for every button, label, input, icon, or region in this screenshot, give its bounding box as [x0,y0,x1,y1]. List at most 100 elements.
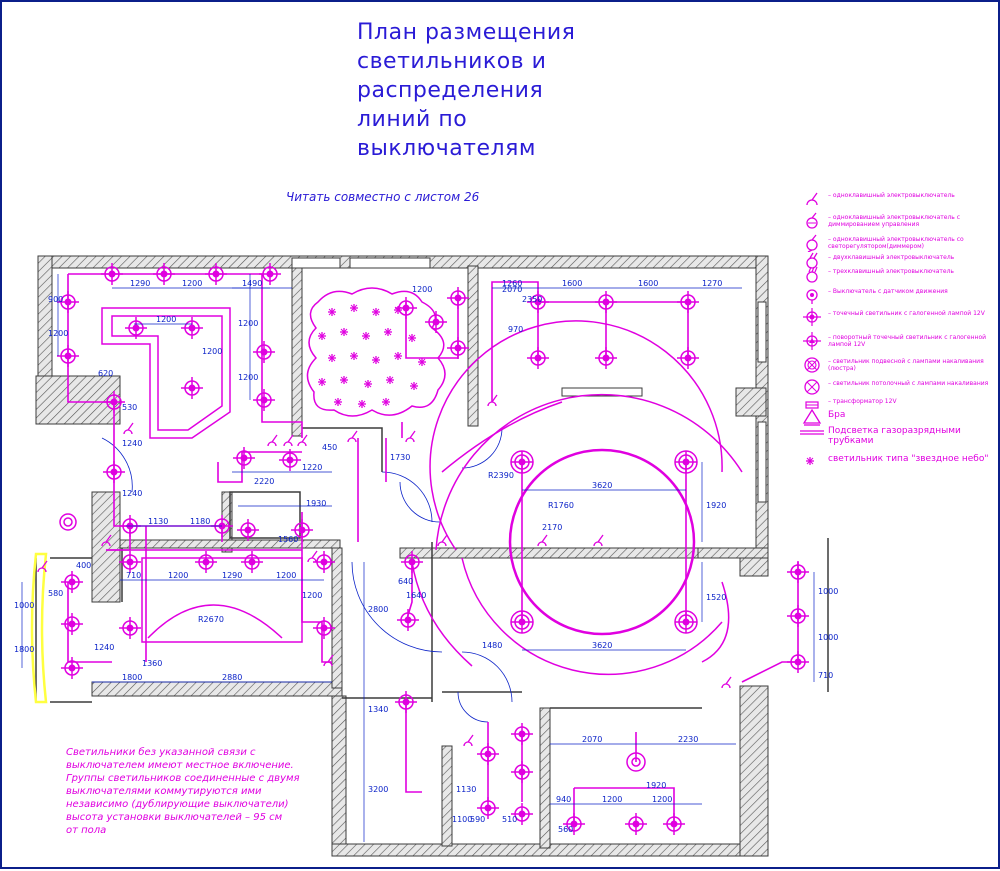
star-light-icon [806,457,814,465]
dimension-label: 1000 [14,601,34,610]
title-line: План размещения [357,20,576,45]
legend-row: – двухклавишный электровыключатель [800,252,996,270]
dimension-label: 530 [122,403,137,412]
tube-light-icon [800,430,824,435]
legend-row: – трансформатор 12V [800,396,996,414]
title-line: выключателям [357,136,536,161]
legend-text: – одноклавишный электровыключатель с дим… [828,214,961,228]
dimension-label: 1200 [202,347,222,356]
dimension-label: 1200 [238,373,258,382]
triple-switch-icon [806,266,818,283]
legend-row: – светильник потолочный с лампами накали… [800,378,996,396]
legend-row: – светильник подвесной с лампами накалив… [800,356,996,374]
dimension-label: 1200 [48,329,68,338]
legend-text: – Выключатель с датчиком движения [828,288,948,295]
dimension-label: 2350 [522,295,542,304]
dimension-label: 1490 [242,279,262,288]
dimension-label: 3620 [592,641,612,650]
dimension-label: 3200 [368,785,388,794]
dimension-label: 1000 [818,633,838,642]
dimension-labels: 1290 1200 1490 1260 1600 1600 1270 900 1… [14,279,838,834]
dimension-label: 1180 [190,517,210,526]
dimension-label: 1930 [306,499,326,508]
motion-sensor-icon [806,289,818,304]
dimension-label: 1200 [276,571,296,580]
legend-text: Бра [828,410,846,420]
dimension-label: 640 [398,577,413,586]
dimension-label: 1920 [706,501,726,510]
spot-light-12v-icon [803,308,821,326]
legend-text: – одноклавишный электровыключатель [828,192,955,199]
dimension-label: 3620 [592,481,612,490]
note-line: выключателями коммутируются ими [66,786,262,797]
dimension-label: 1100 [452,815,472,824]
dimension-label: 1800 [14,645,34,654]
dimension-label: 970 [508,325,523,334]
dimension-label: 1260 [502,279,522,288]
dimension-label: 2220 [254,477,274,486]
legend-row: – одноклавишный электровыключатель с дим… [800,212,996,230]
star-lights [317,303,427,409]
dimension-label: 1730 [390,453,410,462]
door-swings [101,427,513,723]
pass-switch-icon [806,234,818,252]
dimension-label: 1240 [94,643,114,652]
dimension-label: 900 [48,295,63,304]
dimension-label: 1220 [302,463,322,472]
legend-row: Подсветка газоразрядными трубками [800,424,996,446]
legend-row: – поворотный точечный светильник с галог… [800,332,996,350]
legend-text: – одноклавишный электровыключатель со св… [828,236,964,250]
dimension-label: 1520 [706,593,726,602]
dimension-label: 2070 [582,735,602,744]
double-switch-icon [806,252,818,269]
legend-text: светильник типа "звездное небо" [828,454,989,464]
dimension-label: 1240 [122,439,142,448]
legend-row: – одноклавишный электровыключатель [800,190,996,208]
dimension-label: 1360 [142,659,162,668]
dimension-label: 1920 [646,781,666,790]
dimension-label: 1000 [818,587,838,596]
single-switch-icon [806,192,818,206]
legend-row: светильник типа "звездное небо" [800,452,996,470]
dimension-label: 560 [558,825,573,834]
sconce-icon [802,408,822,426]
dimension-label: 1200 [412,285,432,294]
dimension-label: 1340 [368,705,388,714]
dimension-label: R2670 [198,615,224,624]
dimension-label: R1760 [548,501,574,510]
windows [291,257,767,503]
dimension-label: 1600 [638,279,658,288]
chandeliers [59,450,698,772]
dimension-label: 1200 [302,591,322,600]
legend-text: – поворотный точечный светильник с галог… [828,334,987,348]
rotary-spot-icon [803,332,821,350]
dimension-label: 450 [322,443,337,452]
transformer-icon [805,401,819,409]
legend-row: – Выключатель с датчиком движения [800,286,996,304]
bay-window-highlight [30,552,48,704]
dimension-label: 590 [470,815,485,824]
legend-text: – трансформатор 12V [828,398,897,405]
dimension-label: R2390 [488,471,514,480]
dimension-label: 1130 [456,785,476,794]
ceiling-light-icon [804,379,820,395]
dimension-label: 1200 [168,571,188,580]
legend-row: Бра [800,408,996,426]
dimension-label: 1800 [122,673,142,682]
dimension-label: 2880 [222,673,242,682]
dimension-label: 2170 [542,523,562,532]
drawing-subtitle: Читать совместно с листом 26 [286,190,480,204]
dimension-label: 1560 [278,535,298,544]
dimension-label: 580 [48,589,63,598]
dimension-label: 1200 [602,795,622,804]
dimension-label: 1290 [130,279,150,288]
dimension-label: 1290 [222,571,242,580]
general-notes: Светильники без указанной связи с выключ… [66,746,336,837]
legend-row: – точечный светильник с галогенной лампо… [800,308,996,326]
dimension-label: 710 [818,671,833,680]
dimension-label: 400 [76,561,91,570]
note-line: Группы светильников соединенные с двумя [66,773,300,784]
title-line: распределения [357,78,544,103]
note-line: высота установки выключателей – 95 см [66,812,283,823]
